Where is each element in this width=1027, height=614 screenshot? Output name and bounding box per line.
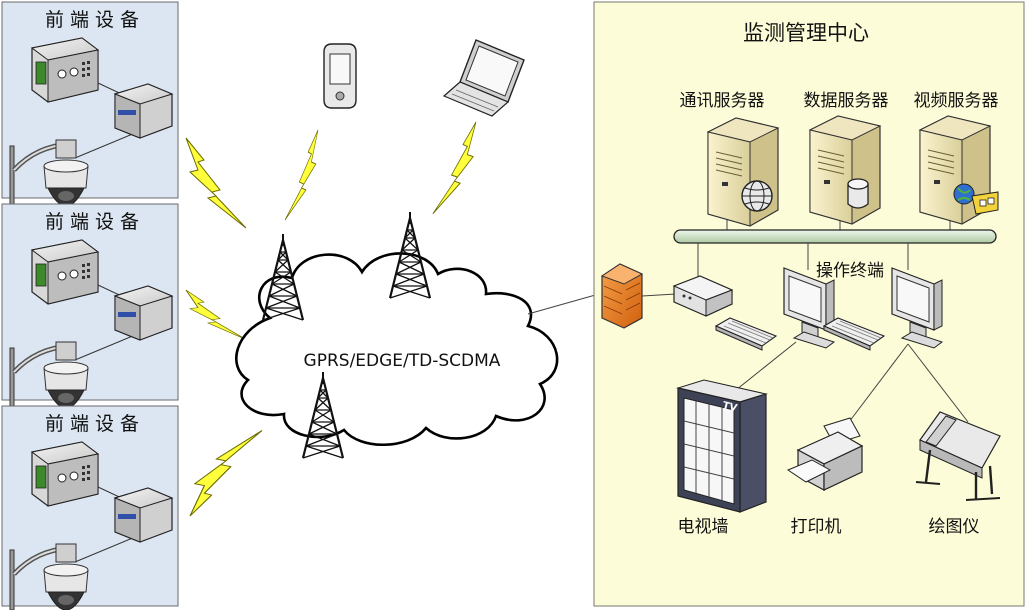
network-link xyxy=(527,291,607,315)
server-label: 数据服务器 xyxy=(804,91,889,111)
network-backbone xyxy=(673,229,997,244)
data-server xyxy=(809,115,881,225)
mobile-phone-icon xyxy=(323,43,357,109)
front-panel-title: 前 端 设 备 xyxy=(45,211,139,233)
tv-badge: TV xyxy=(721,400,738,414)
front-panel-1: 前 端 设 备 xyxy=(1,1,179,206)
wireless-signal-icon xyxy=(185,137,247,229)
output-label: 打印机 xyxy=(791,517,842,537)
network-link xyxy=(641,293,677,297)
output-label: 电视墙 xyxy=(678,517,729,537)
server-label: 视频服务器 xyxy=(914,91,999,111)
video-folder-icon xyxy=(953,183,999,215)
server-label: 通讯服务器 xyxy=(680,91,765,111)
database-icon xyxy=(847,178,869,209)
center-title: 监测管理中心 xyxy=(743,21,869,45)
wireless-signal-icon xyxy=(189,429,263,517)
front-panel-2: 前 端 设 备 xyxy=(1,203,179,408)
communication-server xyxy=(707,117,779,227)
wireless-signal-icon xyxy=(432,121,477,215)
front-panel-3: 前 端 设 备 xyxy=(1,405,179,610)
printer-icon xyxy=(786,417,864,492)
globe-icon xyxy=(741,180,773,212)
video-server xyxy=(919,115,999,225)
server-icon xyxy=(707,117,779,227)
front-panel-title: 前 端 设 备 xyxy=(45,413,139,435)
wireless-signal-icon xyxy=(185,289,247,340)
cloud-label: GPRS/EDGE/TD-SCDMA xyxy=(304,351,501,371)
output-label: 绘图仪 xyxy=(929,517,980,537)
server-icon xyxy=(809,115,881,225)
terminal-label: 操作终端 xyxy=(816,261,884,281)
plotter-icon xyxy=(915,411,1001,501)
firewall-icon xyxy=(600,263,644,329)
network-cloud xyxy=(235,252,559,446)
wireless-signal-icon xyxy=(284,129,319,221)
laptop-icon xyxy=(442,39,525,117)
tv-wall: TV xyxy=(676,379,768,513)
front-panel-title: 前 端 设 备 xyxy=(45,9,139,31)
router-icon xyxy=(672,275,734,317)
